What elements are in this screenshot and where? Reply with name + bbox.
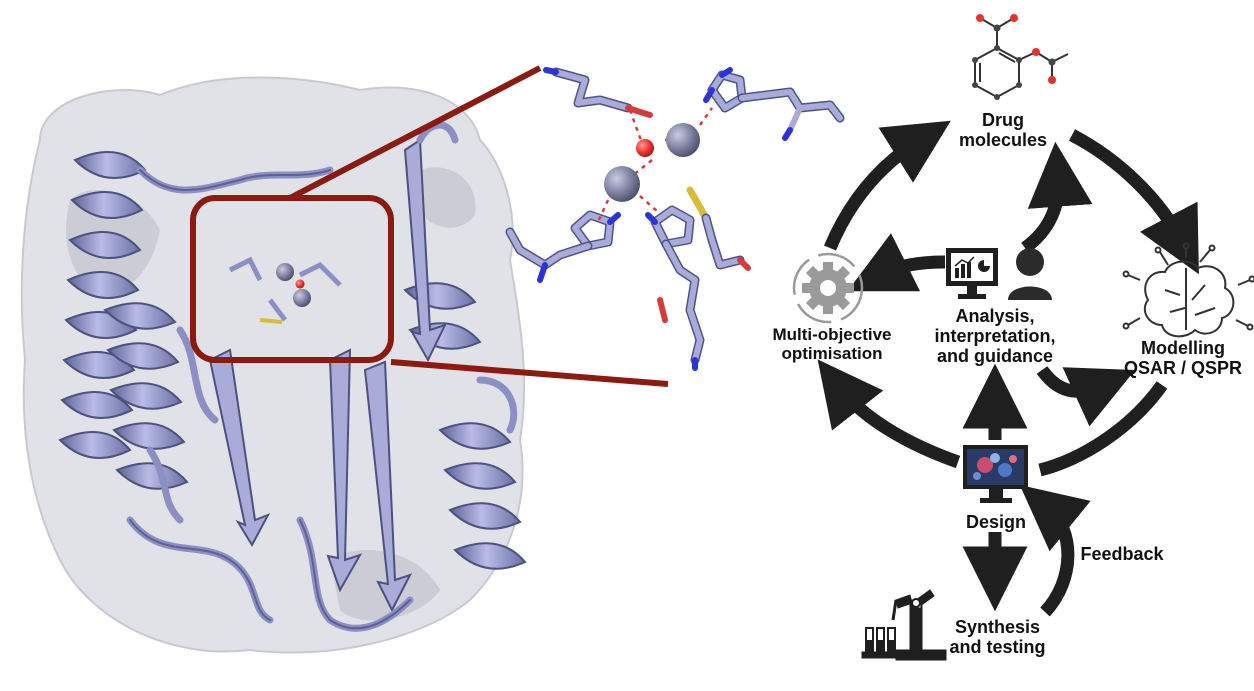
- drug-label-line2: molecules: [958, 130, 1048, 151]
- brain-circuit-icon: [1122, 242, 1254, 338]
- protein-loops-inner: [129, 169, 411, 630]
- monitor-design-icon: [963, 445, 1028, 503]
- zoom-line-upper: [288, 65, 542, 201]
- synthesis-label-line2: and testing: [949, 637, 1046, 658]
- synthesis-label-line1: Synthesis: [954, 617, 1041, 637]
- arrow-optimisation-to-drug: [824, 120, 951, 251]
- person-icon: [1008, 248, 1052, 300]
- active-site-small: [228, 256, 342, 324]
- arrow-analysis-to-modelling: [1036, 365, 1136, 427]
- workflow-cycle: [817, 120, 1199, 617]
- molecule-icon: [972, 14, 1069, 100]
- modelling-label-line1: Modelling: [1141, 338, 1225, 358]
- analysis-label: Analysis, interpretation, and guidance: [925, 306, 1065, 366]
- optimisation-label-line1: Multi-objective: [772, 325, 892, 344]
- metal-ion-1: [666, 123, 700, 157]
- analysis-label-line2: interpretation,: [934, 326, 1056, 347]
- analysis-label-line3: and guidance: [936, 346, 1053, 367]
- modelling-label: Modelling QSAR / QSPR: [1118, 338, 1248, 378]
- design-label-line1: Design: [965, 512, 1026, 532]
- analysis-label-line1: Analysis,: [955, 306, 1035, 326]
- monitor-chart-icon: [946, 248, 998, 299]
- water-molecule: [636, 139, 654, 157]
- arrow-feedback: [1019, 484, 1091, 617]
- zoom-line-lower: [390, 359, 669, 387]
- protein-structure: [20, 76, 527, 654]
- arrow-modelling-to-design: [1038, 381, 1168, 477]
- arrow-drug-to-modelling: [1068, 129, 1199, 275]
- gear-icon: [792, 252, 864, 324]
- helix-left-inner: [103, 302, 189, 490]
- optimisation-label: Multi-objective optimisation: [752, 325, 912, 363]
- modelling-label-line2: QSAR / QSPR: [1123, 358, 1243, 379]
- drug-label-line1: Drug: [982, 110, 1024, 130]
- robot-arm-icon: [861, 589, 947, 661]
- zoomed-active-site: [505, 67, 845, 371]
- arrow-analysis-to-drug: [1021, 141, 1093, 254]
- synthesis-label: Synthesis and testing: [940, 617, 1055, 657]
- drug-molecules-label: Drug molecules: [948, 110, 1058, 150]
- design-label: Design: [955, 512, 1037, 532]
- arrow-analysis-to-optimisation: [847, 233, 946, 292]
- feedback-label: Feedback: [1072, 544, 1172, 564]
- metal-ion-2: [604, 166, 640, 202]
- feedback-label-line1: Feedback: [1080, 544, 1164, 564]
- arrow-design-to-optimisation: [817, 359, 961, 469]
- beta-sheets: [208, 138, 447, 613]
- optimisation-label-line2: optimisation: [781, 344, 883, 364]
